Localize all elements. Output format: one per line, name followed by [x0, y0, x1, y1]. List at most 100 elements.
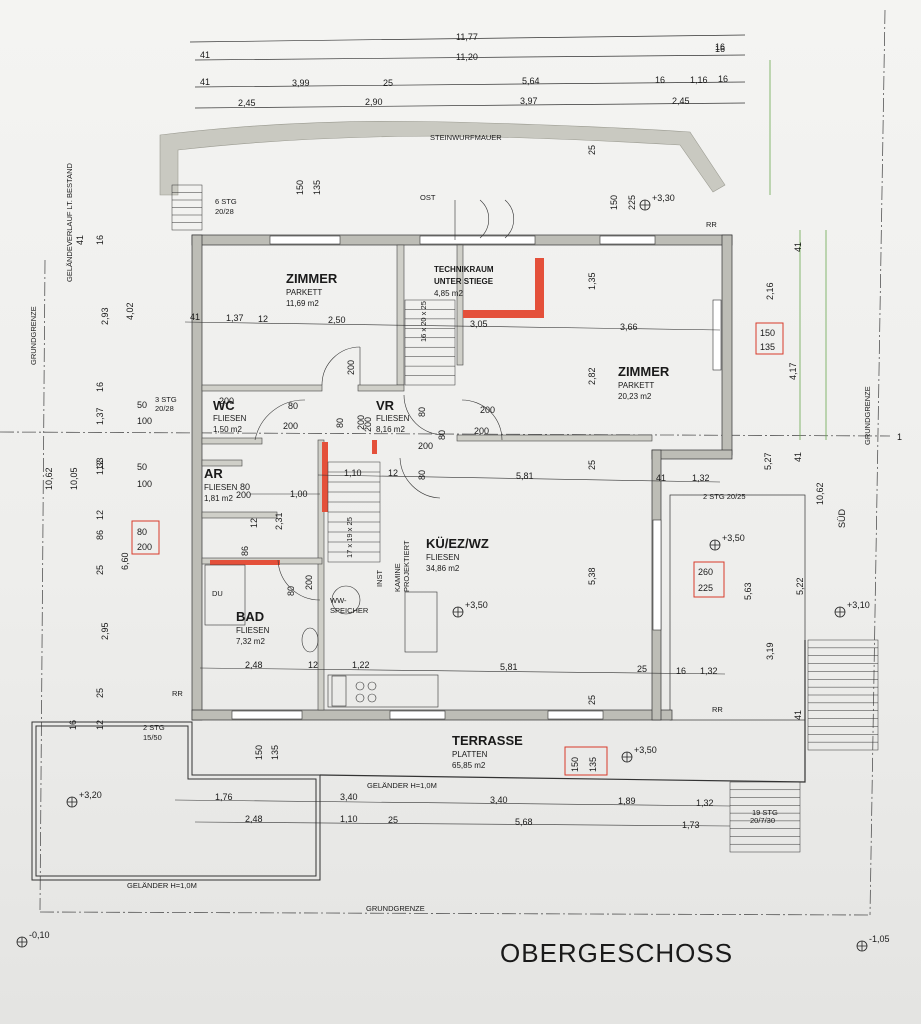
room-vr-area: 8,16 m2 [376, 425, 405, 434]
dim-top2l: 41 [200, 50, 210, 60]
dim-left: 2,93 [100, 307, 110, 325]
dim-height: 150 [609, 195, 619, 210]
level-marker: +3,20 [66, 790, 102, 808]
label-grundgrenze-bottom: GRUNDGRENZE [366, 904, 425, 913]
door-dim: 200 [480, 405, 495, 415]
room-ar-floor: FLIESEN [204, 483, 238, 492]
dim-top4-1: 2,90 [365, 97, 383, 107]
dim-inner3-0: 1,00 [290, 489, 308, 499]
room-wc-name: WC [213, 398, 235, 413]
room-zimmer1-name: ZIMMER [286, 271, 338, 286]
green-lines [769, 60, 827, 440]
label-du: DU [212, 589, 223, 598]
door-dim: 80 [286, 586, 296, 596]
dim-top3-1: 3,99 [292, 78, 310, 88]
dim-left: 12 [95, 460, 105, 470]
dim-top2: 11,20 [456, 52, 478, 62]
door-dim: 80 [335, 418, 345, 428]
dim-left: 1,33 [95, 457, 105, 475]
windows [231, 235, 722, 720]
room-technik-name1: TECHNIKRAUM [434, 265, 494, 274]
label-rr2: RR [172, 689, 183, 698]
room-bad-area: 7,32 m2 [236, 637, 265, 646]
dim-left: 16 [68, 720, 78, 730]
dim-left: 41 [75, 235, 85, 245]
box2-a: 80 [137, 527, 147, 537]
dim-right: 5,63 [743, 582, 753, 600]
dim-top3-5: 1,16 [690, 75, 708, 85]
label-grundgrenze-left: GRUNDGRENZE [29, 306, 38, 365]
dim-left: 12 [95, 720, 105, 730]
level-marker: +3,10 [834, 600, 870, 618]
dim-right: 4,17 [788, 362, 798, 380]
level-marker: +3,50 [709, 533, 745, 551]
dim-right: 3,19 [765, 642, 775, 660]
label-gelaender2: GELÄNDER H=1,0M [127, 881, 197, 890]
room-kue-floor: FLIESEN [426, 553, 460, 562]
dim-top4-0: 2,45 [238, 98, 256, 108]
label-kamine: KAMINE [393, 563, 402, 592]
box4-a: 150 [570, 757, 580, 772]
door-dim: 200 [346, 360, 356, 375]
dim-left: 16 [95, 235, 105, 245]
dim-inner3-3: 1,22 [352, 660, 370, 670]
dim-top3-4: 16 [655, 75, 665, 85]
dim-inner3-4: 5,81 [500, 662, 518, 672]
dim-top3-6: 16 [718, 74, 728, 84]
level-value: +3,50 [465, 600, 488, 610]
dim-top3-0: 41 [200, 77, 210, 87]
level-markers: +3,30+3,50+3,10+3,50+3,50+3,20-0,10-1,05 [16, 193, 890, 952]
room-zimmer2-area: 20,23 m2 [618, 392, 652, 401]
level-marker: -1,05 [856, 934, 890, 952]
dim-inner2-3: 41 [656, 473, 666, 483]
dim-inner2-4: 1,32 [692, 473, 710, 483]
dim-height: 135 [312, 180, 322, 195]
dim-right: 25 [587, 145, 597, 155]
dim-height: 150 [295, 180, 305, 195]
window-dim: 12 [249, 518, 259, 528]
box1-b: 135 [760, 342, 775, 352]
dim-top1r: 16 [715, 42, 725, 52]
door-dim: 80 [437, 430, 447, 440]
top-dimensions [189, 34, 746, 109]
dim-bot2-4: 1,73 [682, 820, 700, 830]
door-dim: 80 [288, 401, 298, 411]
room-technik-name2: UNTER STIEGE [434, 277, 494, 286]
label-stair-a: 17 x 19 x 25 [345, 517, 354, 558]
window-dim: 50 [137, 400, 147, 410]
window-dim: 100 [137, 416, 152, 426]
dim-left: 6,60 [120, 552, 130, 570]
dim-bot2-2: 25 [388, 815, 398, 825]
box4-b: 135 [588, 757, 598, 772]
dim-inner3-6: 16 [676, 666, 686, 676]
label-stg-2c: 15/50 [143, 733, 162, 742]
level-value: -1,05 [869, 934, 890, 944]
dim-left: 12 [95, 510, 105, 520]
label-speicher: SPEICHER [330, 606, 369, 615]
label-stg-2b: 2 STG [143, 723, 165, 732]
room-kue-name: KÜ/EZ/WZ [426, 536, 489, 551]
dim-inner1-5: 3,66 [620, 322, 638, 332]
label-stg-top: 6 STG [215, 197, 237, 206]
level-value: -0,10 [29, 930, 50, 940]
dim-left: 2,95 [100, 622, 110, 640]
dim-left: 25 [95, 688, 105, 698]
dim-inner2-0: 1,10 [344, 468, 362, 478]
plan-title: OBERGESCHOSS [500, 938, 733, 968]
door-dim: 200 [363, 417, 373, 432]
dim-top4-2: 3,97 [520, 96, 538, 106]
dim-right: 1,35 [587, 272, 597, 290]
dim-inner2-2: 5,81 [516, 471, 534, 481]
dim-inner3-2: 12 [308, 660, 318, 670]
level-marker: +3,50 [621, 745, 657, 763]
dim-height: 225 [627, 195, 637, 210]
level-value: +3,20 [79, 790, 102, 800]
label-steinwurfmauer: STEINWURFMAUER [430, 133, 502, 142]
label-stg-top2: 20/28 [215, 207, 234, 216]
dim-left: 10,62 [44, 467, 54, 490]
